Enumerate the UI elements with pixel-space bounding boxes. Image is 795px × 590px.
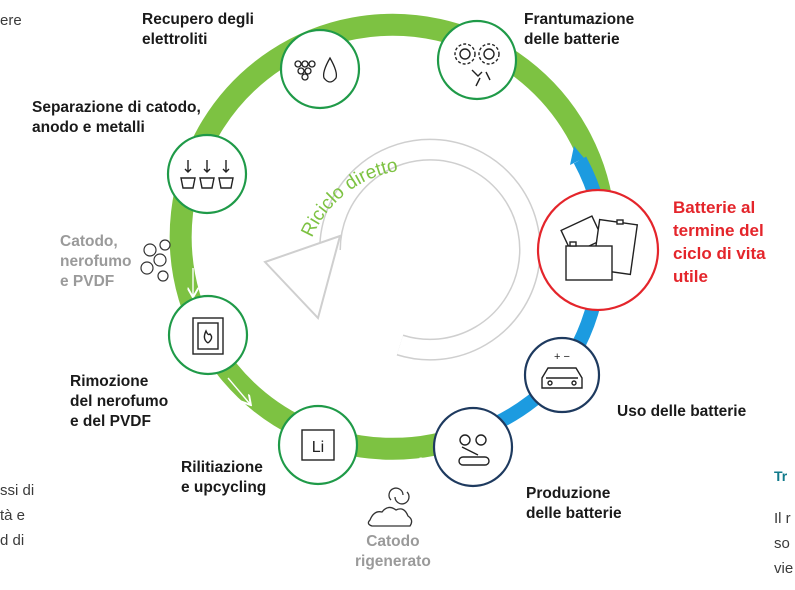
ring-direction-arrows	[193, 58, 566, 463]
side-text-left-line: ssi di	[0, 482, 35, 499]
label-production: Produzione delle batterie	[526, 485, 622, 522]
car-icon	[541, 367, 583, 389]
side-text-left-line: d di	[0, 532, 25, 549]
direct-recycling-label: Riciclo diretto	[297, 155, 399, 240]
lithium-symbol: Li	[312, 439, 324, 456]
blue-arrowhead-shredding	[570, 146, 584, 165]
regenerated-cathode-icon	[367, 487, 413, 527]
label-electrolyte-recovery: Recupero degli elettroliti	[142, 11, 254, 48]
node-relithiation: Li	[277, 404, 359, 486]
side-text-right: Il r so vie	[774, 506, 793, 581]
node-electrolyte-recovery	[279, 28, 361, 110]
batteries-icon	[560, 215, 639, 281]
label-regenerated-cathode: Catodo rigenerato	[355, 533, 431, 570]
label-battery-use: Uso delle batterie	[617, 403, 747, 420]
node-battery-use: + −	[523, 336, 601, 414]
node-shredding	[436, 19, 518, 101]
inner-circular-arrow-inner	[320, 140, 540, 360]
inner-arrowhead	[263, 234, 342, 320]
side-text-right-line: vie	[774, 560, 794, 577]
node-battery-production	[432, 406, 514, 488]
car-charge-signs: + −	[554, 351, 570, 363]
shredder-gears-icon	[454, 43, 500, 87]
side-text-right-line: Il r	[774, 510, 791, 527]
node-carbon-black-removal	[167, 294, 249, 376]
label-end-of-life: Batterie al termine del ciclo di vita ut…	[673, 198, 766, 286]
drops-icon	[294, 56, 338, 83]
lithium-box-icon	[301, 429, 335, 461]
side-text-top-left: ere	[0, 12, 22, 29]
label-shredding: Frantumazione delle batterie	[524, 11, 635, 48]
node-end-of-life	[536, 188, 660, 312]
label-relithiation: Rilitiazione e upcycling	[181, 459, 267, 496]
label-carbon-removal: Rimozione del nerofumo e del PVDF	[70, 373, 169, 430]
side-text-left-line: tà e	[0, 507, 26, 524]
side-text-right-line: so	[774, 535, 790, 552]
furnace-icon	[192, 317, 224, 355]
separation-bins-icon	[180, 160, 234, 189]
label-byproducts: Catodo, nerofumo e PVDF	[60, 233, 132, 290]
cathode-particles-icon	[140, 239, 171, 282]
side-heading-right: Tr	[774, 468, 788, 484]
label-separation: Separazione di catodo, anodo e metalli	[32, 99, 201, 136]
node-separation	[166, 133, 248, 215]
side-text-left: ssi di tà e d di	[0, 478, 34, 553]
conveyor-icon	[458, 434, 490, 466]
